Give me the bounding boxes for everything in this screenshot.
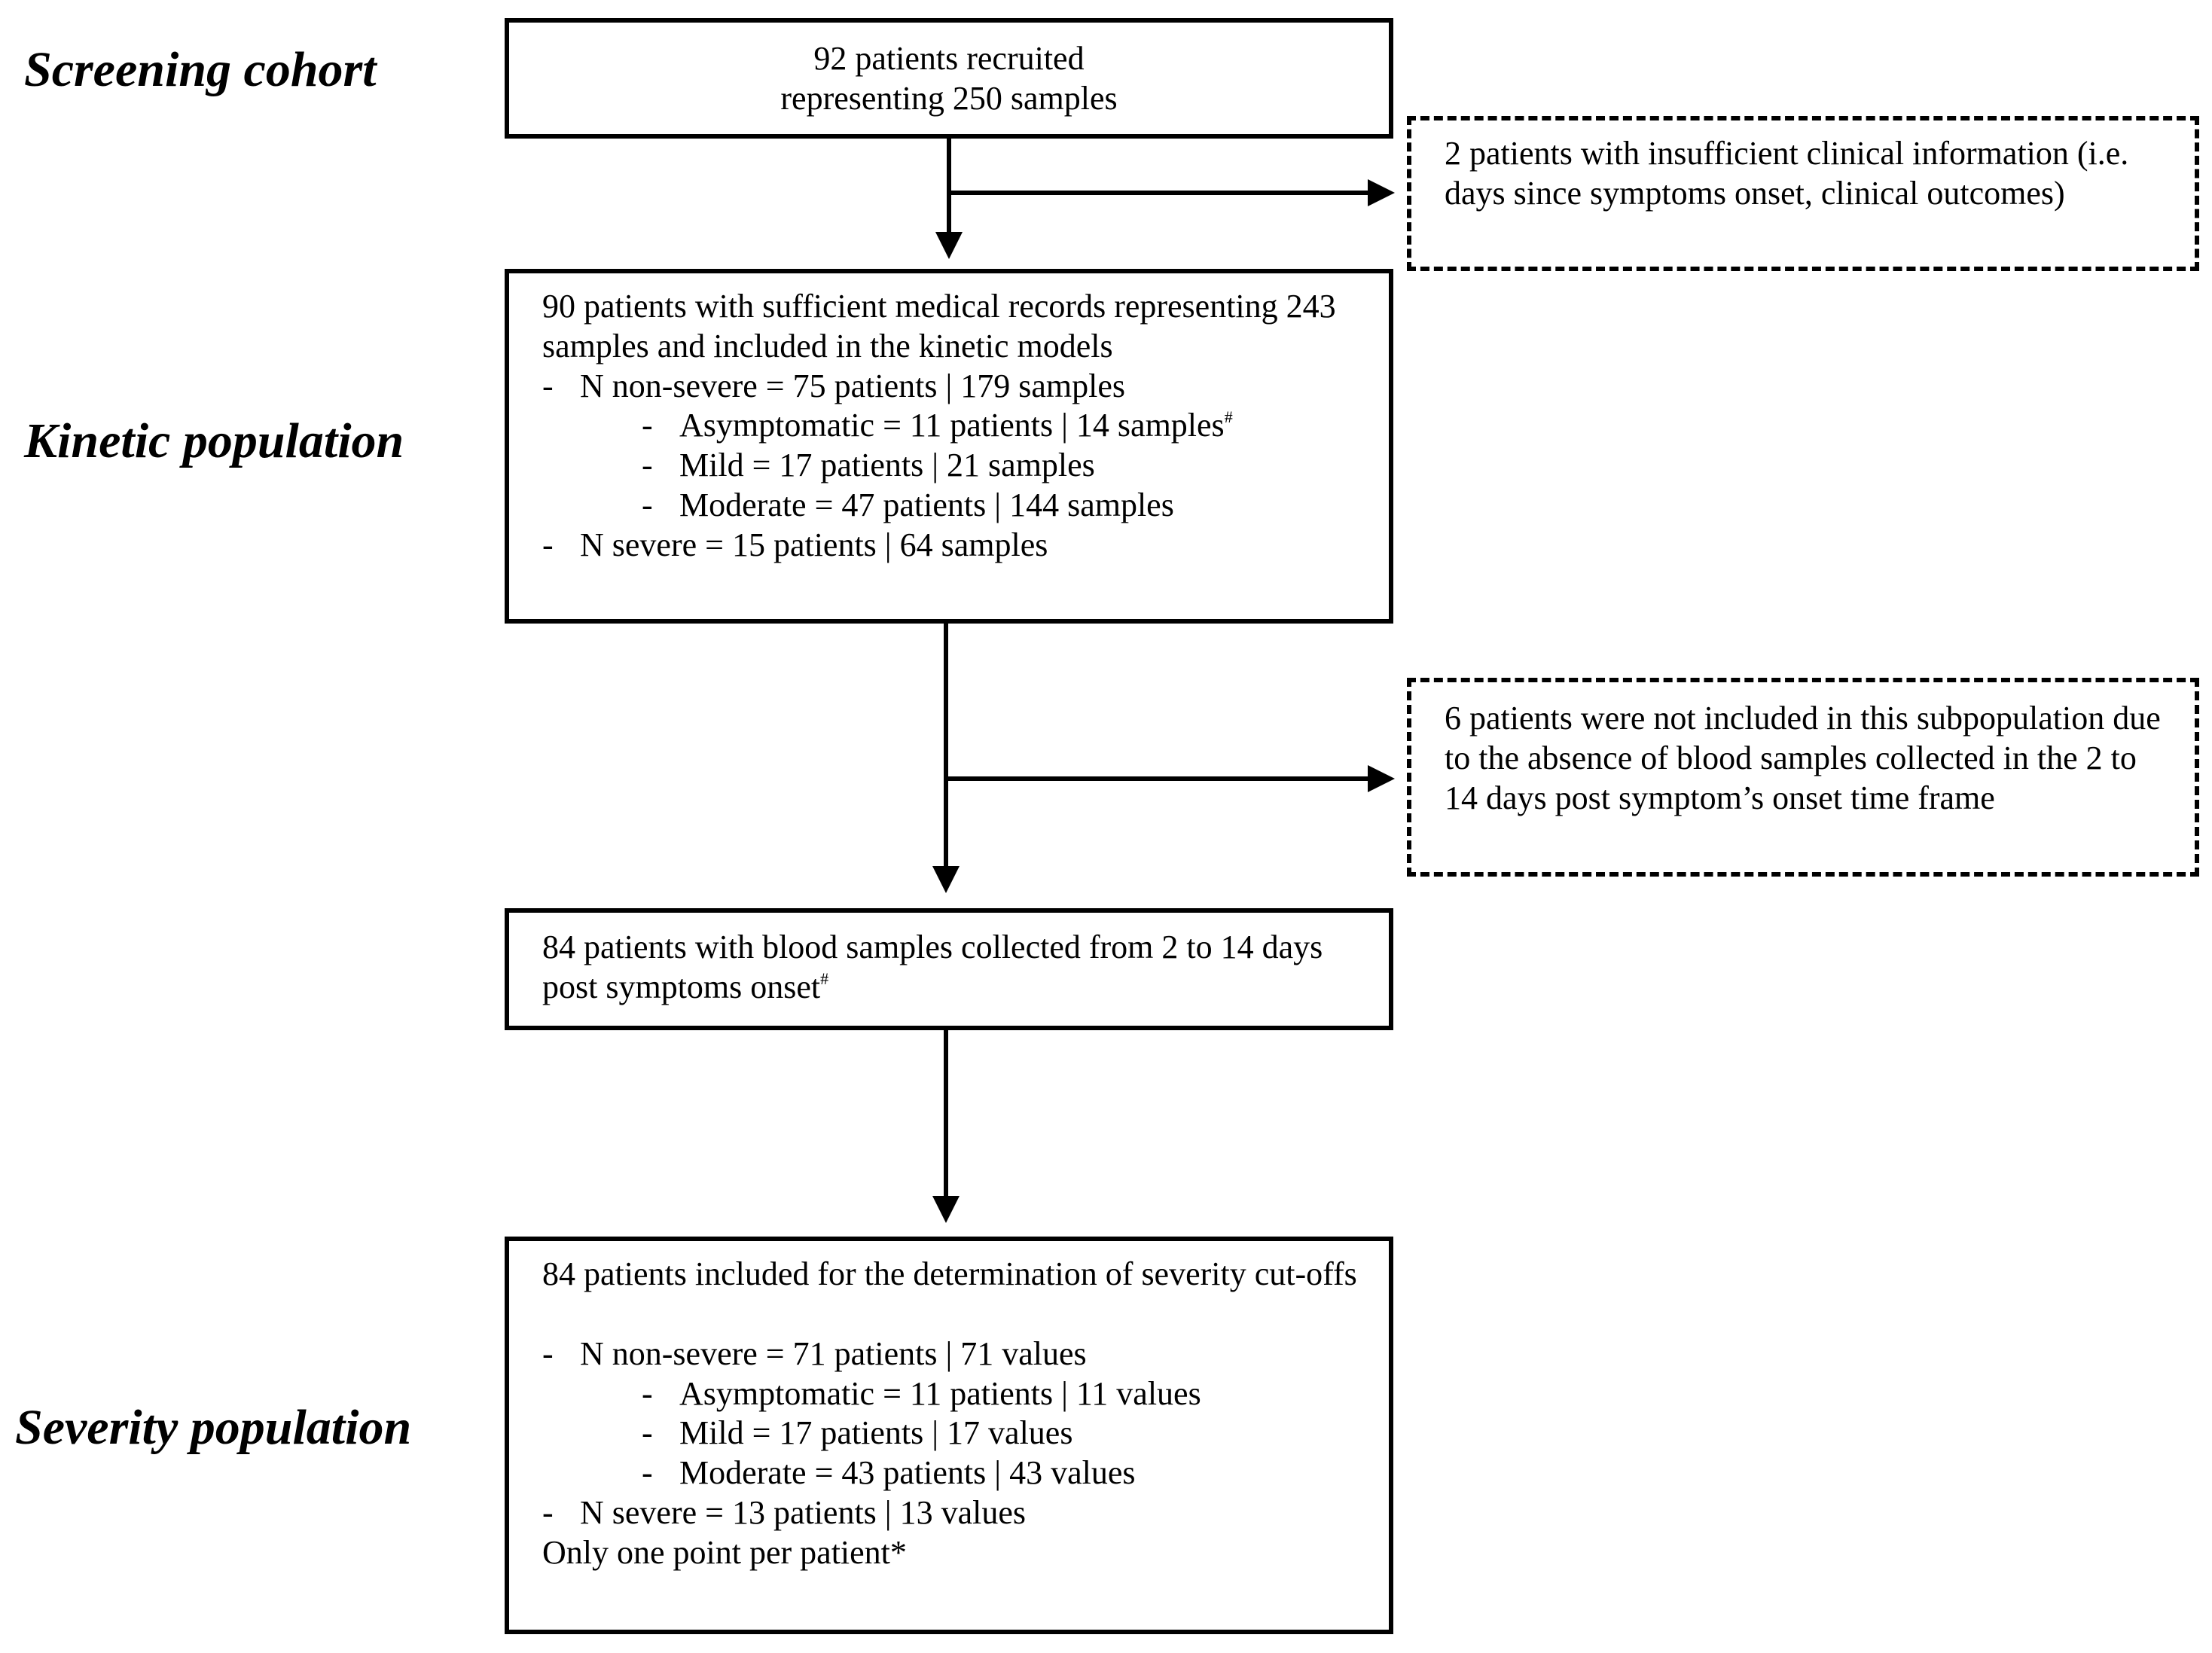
- footnote-mark: #: [820, 968, 829, 988]
- list-item: -N non-severe = 75 patients | 179 sample…: [542, 367, 1126, 404]
- severity-note: Only one point per patient*: [542, 1533, 907, 1571]
- footnote-mark: #: [1224, 407, 1233, 427]
- screening-line-2: representing 250 samples: [780, 79, 1118, 117]
- list-item: -Asymptomatic = 11 patients | 11 values: [642, 1374, 1201, 1412]
- list-item: -Mild = 17 patients | 17 values: [642, 1414, 1073, 1452]
- severity-intro: 84 patients included for the determinati…: [542, 1255, 1357, 1292]
- screening-line-1: 92 patients recruited: [813, 40, 1085, 77]
- list-item: -N severe = 13 patients | 13 values: [542, 1493, 1027, 1531]
- kinetic-intro: 90 patients with sufficient medical reco…: [542, 288, 1336, 364]
- list-item: -Mild = 17 patients | 21 samples: [642, 447, 1095, 484]
- exclusion-box-no-window-samples: 6 patients were not included in this sub…: [1407, 678, 2199, 877]
- stage-label-screening: Screening cohort: [24, 42, 377, 97]
- sampling-window-text: 84 patients with blood samples collected…: [542, 929, 1323, 1005]
- exclusion-2-text: 6 patients were not included in this sub…: [1445, 700, 2161, 816]
- list-item: -Moderate = 47 patients | 144 samples: [642, 486, 1174, 523]
- exclusion-1-text: 2 patients with insufficient clinical in…: [1445, 135, 2129, 212]
- exclusion-box-insufficient-info: 2 patients with insufficient clinical in…: [1407, 116, 2199, 271]
- kinetic-breakdown-list: -N non-severe = 75 patients | 179 sample…: [542, 367, 1359, 566]
- kinetic-population-box: 90 patients with sufficient medical reco…: [505, 269, 1393, 624]
- list-item: -N non-severe = 71 patients | 71 values: [542, 1334, 1087, 1372]
- list-item: -Asymptomatic = 11 patients | 14 samples…: [642, 407, 1233, 444]
- list-item: -Moderate = 43 patients | 43 values: [642, 1454, 1136, 1492]
- list-item: -N severe = 15 patients | 64 samples: [542, 526, 1048, 563]
- sampling-window-box: 84 patients with blood samples collected…: [505, 908, 1393, 1030]
- severity-population-box: 84 patients included for the determinati…: [505, 1237, 1393, 1634]
- stage-label-kinetic: Kinetic population: [24, 413, 404, 468]
- stage-label-severity: Severity population: [15, 1400, 412, 1455]
- screening-cohort-box: 92 patients recruited representing 250 s…: [505, 18, 1393, 139]
- severity-breakdown-list: -N non-severe = 71 patients | 71 values …: [542, 1334, 1359, 1533]
